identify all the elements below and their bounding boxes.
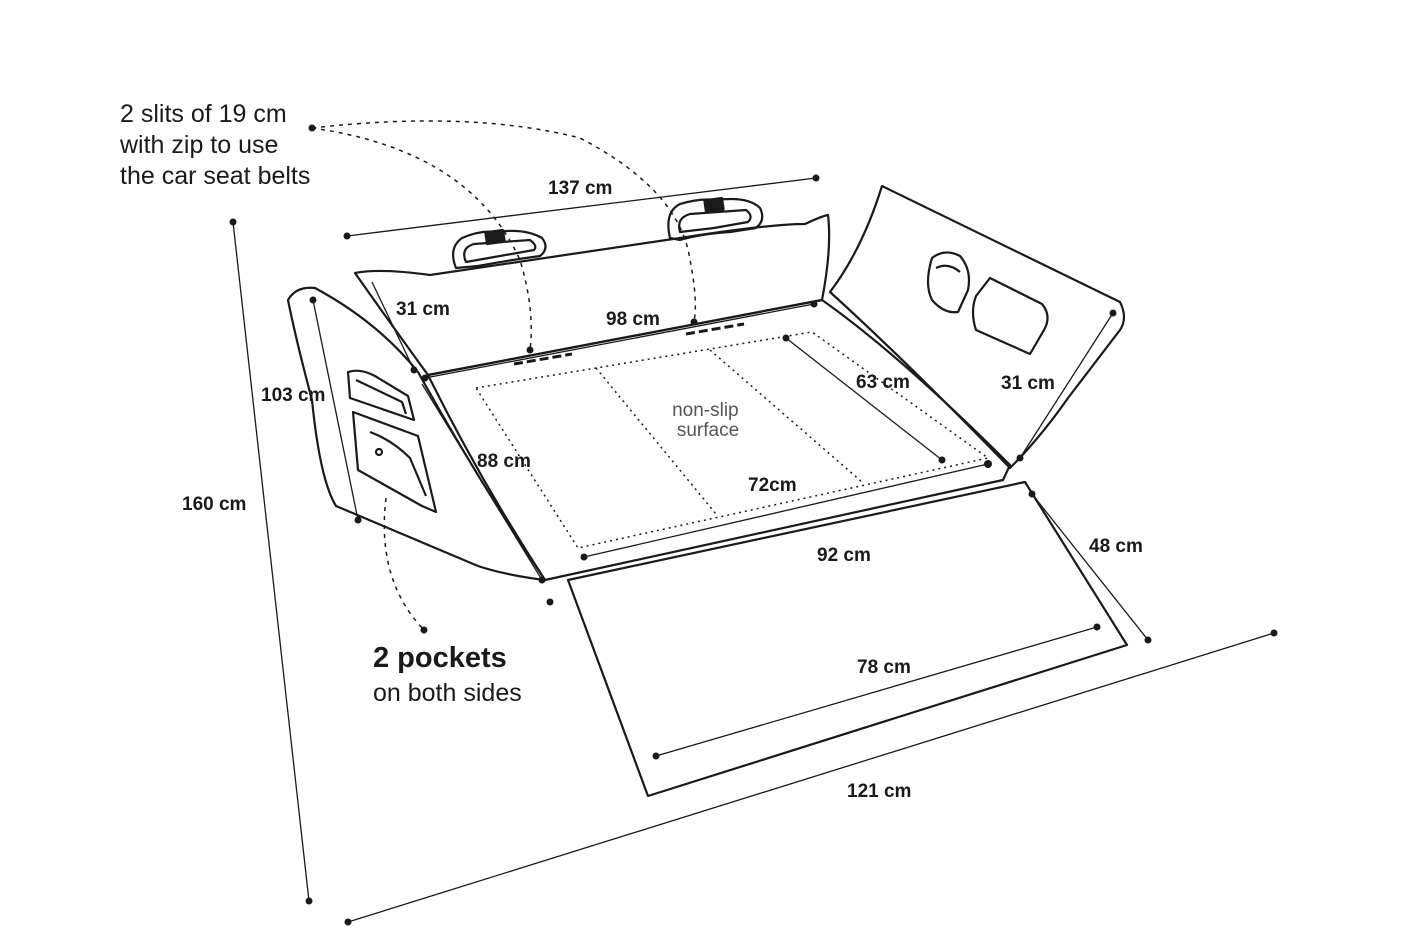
left-pocket-lower	[351, 410, 438, 514]
seat-belt-buckle-left	[451, 228, 547, 270]
measure-160	[229, 218, 313, 905]
label-31cm-right: 31 cm	[1001, 373, 1055, 394]
slits-callout: 2 slits of 19 cm with zip to use the car…	[119, 100, 310, 190]
label-137cm: 137 cm	[548, 178, 612, 199]
measure-88	[421, 383, 546, 584]
left-pocket-upper	[346, 369, 416, 422]
label-160cm: 160 cm	[182, 494, 246, 515]
measure-98	[421, 300, 818, 382]
label-72cm: 72cm	[748, 475, 797, 496]
label-103cm: 103 cm	[261, 385, 325, 406]
measure-78	[652, 623, 1101, 760]
measure-31-backrest	[371, 281, 418, 374]
slit-marker-left	[513, 352, 573, 366]
non-slip-surface-area	[474, 331, 990, 549]
label-88cm: 88 cm	[477, 451, 531, 472]
measure-48	[1028, 490, 1152, 644]
measure-137	[343, 174, 820, 240]
pockets-leader	[383, 497, 425, 631]
label-78cm: 78 cm	[857, 657, 911, 678]
pockets-callout-text: on both sides	[373, 679, 522, 707]
label-92cm: 92 cm	[817, 545, 871, 566]
backrest-panel	[353, 213, 831, 377]
right-side-panel	[828, 184, 1126, 470]
slit-marker-right	[685, 322, 745, 336]
measure-31-right	[1016, 309, 1117, 462]
label-63cm: 63 cm	[856, 372, 910, 393]
label-48cm: 48 cm	[1089, 536, 1143, 557]
right-pocket-upper	[926, 251, 971, 314]
seat-belt-buckle-right	[667, 196, 764, 242]
measure-121	[344, 629, 1278, 926]
right-pocket-lower	[971, 276, 1049, 356]
measure-103	[309, 296, 362, 524]
measure-92	[580, 460, 992, 561]
non-slip-surface-label: non-slip surface	[672, 400, 744, 441]
label-98cm: 98 cm	[606, 309, 660, 330]
label-31cm-backrest: 31 cm	[396, 299, 450, 320]
label-121cm: 121 cm	[847, 781, 911, 802]
measure-63	[782, 334, 946, 464]
pockets-callout-bold: 2 pockets	[373, 642, 507, 674]
left-side-panel	[286, 286, 547, 582]
front-flap	[566, 480, 1129, 798]
floor-panel	[426, 298, 1012, 582]
slits-leader-left	[311, 127, 532, 351]
slits-leader-right	[311, 120, 697, 323]
